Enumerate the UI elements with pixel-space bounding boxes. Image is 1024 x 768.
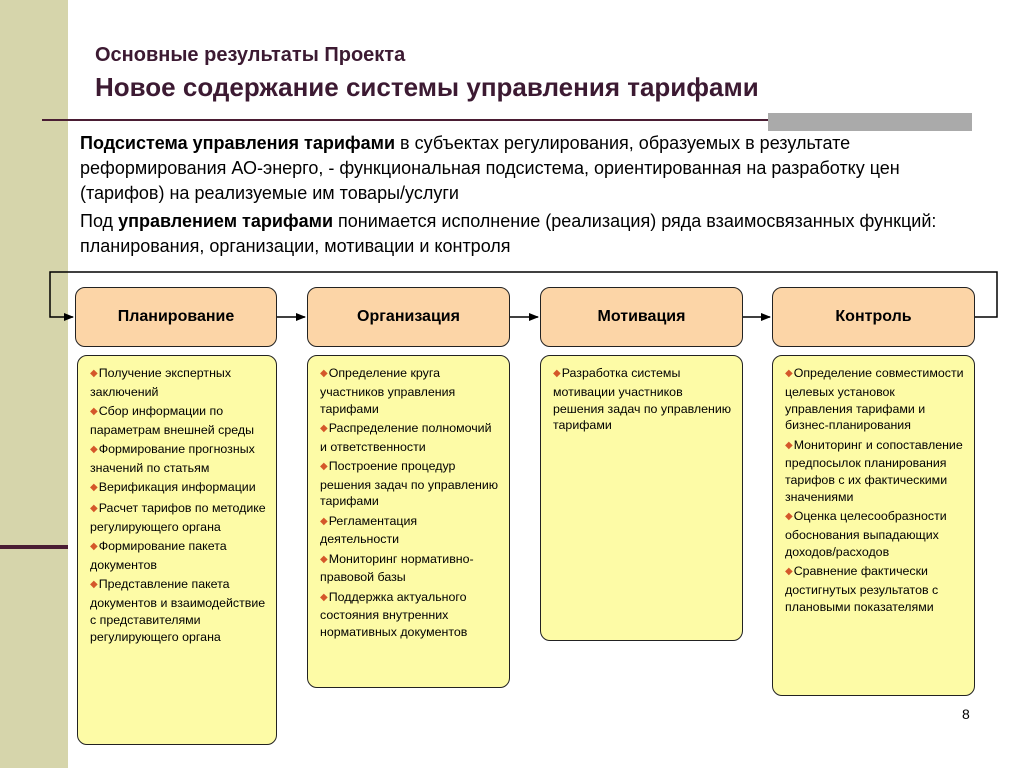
list-item: ◆Определение круга участников управления…: [320, 366, 456, 416]
list-item: ◆Формирование прогнозных значений по ста…: [90, 441, 255, 475]
list-item: ◆Сбор информации по параметрам внешней с…: [90, 403, 254, 437]
bullet-icon: ◆: [320, 368, 328, 379]
list-item: ◆Распределение полномочий и ответственно…: [320, 420, 492, 454]
list-item: ◆Представление пакета документов и взаим…: [90, 577, 266, 644]
details-box-motivation: ◆Разработка системы мотивации участников…: [540, 355, 743, 641]
list-item: ◆Мониторинг нормативно-правовой базы: [320, 551, 474, 585]
list-item: ◆Поддержка актуального состояния внутрен…: [320, 589, 468, 640]
slide-title: Основные результаты Проекта: [95, 44, 406, 66]
details-box-organization: ◆Определение круга участников управления…: [307, 355, 510, 688]
intro-paragraph-2: Под управлением тарифами понимается испо…: [80, 209, 980, 259]
bullet-icon: ◆: [320, 553, 328, 565]
list-item: ◆Определение совместимости целевых устан…: [785, 366, 964, 433]
function-label: Организация: [357, 308, 460, 325]
bullet-icon: ◆: [785, 368, 793, 379]
intro-paragraph-1: Подсистема управления тарифами в субъект…: [80, 131, 980, 206]
bullet-icon: ◆: [785, 511, 793, 523]
intro-p1-bold: Подсистема управления тарифами: [80, 133, 396, 153]
bullet-icon: ◆: [90, 503, 98, 515]
bullet-icon: ◆: [320, 591, 328, 603]
list-item: ◆Расчет тарифов по методике регулирующег…: [90, 501, 266, 534]
bullet-icon: ◆: [90, 443, 98, 455]
function-label: Мотивация: [597, 308, 686, 325]
list-item: ◆Сравнение фактически достигнутых резуль…: [785, 563, 939, 614]
bullet-icon: ◆: [90, 405, 98, 417]
list-item: ◆Мониторинг и сопоставление предпосылок …: [785, 437, 963, 504]
function-box-control: Контроль: [772, 287, 975, 347]
list-item: ◆Формирование пакета документов: [90, 539, 227, 572]
details-box-planning: ◆Получение экспертных заключений ◆Сбор и…: [77, 355, 277, 745]
intro-p2-text: понимается исполнение (реализация) ряда …: [80, 211, 937, 256]
list-item: ◆Регламентация деятельности: [320, 513, 418, 547]
list-item: ◆Оценка целесообразности обоснования вып…: [785, 509, 947, 559]
bullet-icon: ◆: [90, 368, 98, 379]
slide-subtitle: Новое содержание системы управления тари…: [95, 72, 759, 102]
bullet-icon: ◆: [90, 481, 98, 493]
list-item: ◆Получение экспертных заключений: [90, 366, 232, 399]
function-label: Контроль: [835, 308, 912, 325]
bullet-icon: ◆: [90, 579, 98, 591]
function-box-motivation: Мотивация: [540, 287, 743, 347]
bullet-icon: ◆: [553, 368, 561, 379]
function-box-organization: Организация: [307, 287, 510, 347]
intro-p1-text: в субъектах регулирования, образуемых в …: [80, 133, 900, 203]
decor-gray-bar: [768, 113, 972, 131]
list-item: ◆Построение процедур решения задач по уп…: [320, 458, 499, 509]
bullet-icon: ◆: [320, 422, 328, 434]
bullet-icon: ◆: [320, 460, 328, 472]
list-item: ◆Верификация информации: [90, 479, 256, 494]
details-box-control: ◆Определение совместимости целевых устан…: [772, 355, 975, 696]
list-item: ◆Разработка системы мотивации участников…: [553, 366, 732, 433]
function-box-planning: Планирование: [75, 287, 277, 347]
page-number: 8: [962, 706, 970, 722]
title-divider: [42, 119, 972, 121]
side-decor-line: [0, 545, 68, 549]
intro-p2-bold: управлением тарифами: [118, 211, 334, 231]
bullet-icon: ◆: [785, 439, 793, 451]
function-label: Планирование: [117, 308, 235, 325]
side-decor-band: [0, 0, 68, 768]
bullet-icon: ◆: [320, 515, 328, 527]
bullet-icon: ◆: [90, 541, 98, 553]
bullet-icon: ◆: [785, 565, 793, 577]
intro-p2-start: Под: [80, 211, 119, 231]
